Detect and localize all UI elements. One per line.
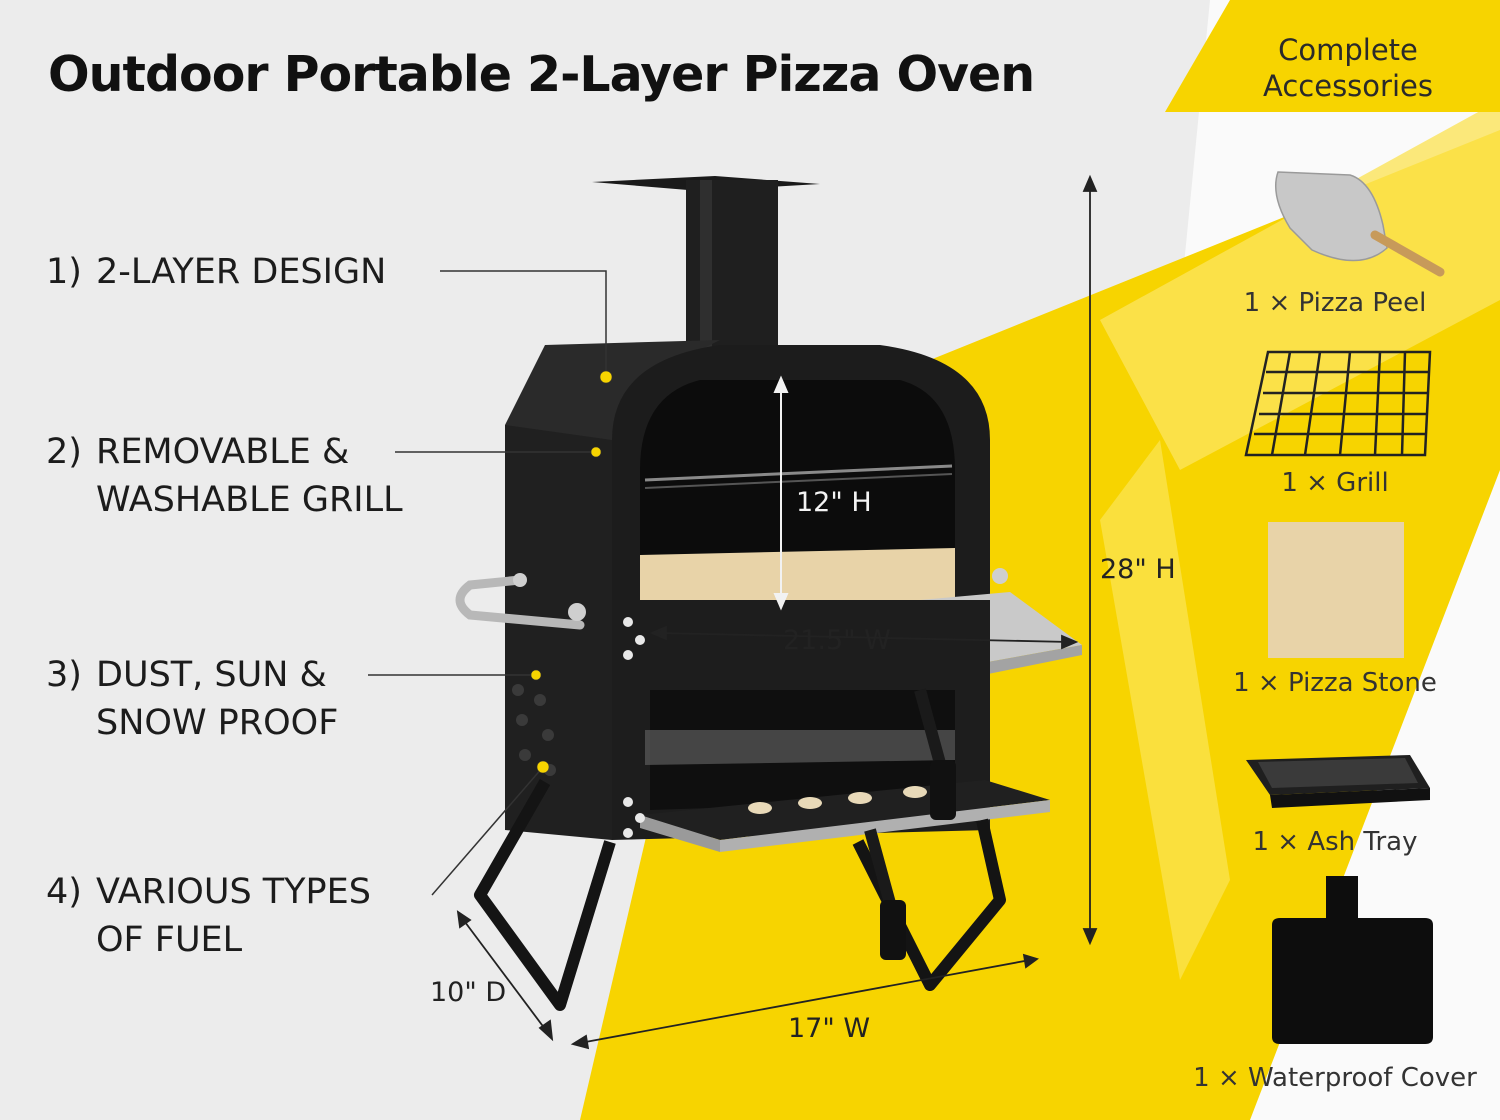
- feature-label: REMOVABLE &: [96, 432, 350, 472]
- page-title: Outdoor Portable 2-Layer Pizza Oven: [48, 46, 1035, 103]
- total-height-label: 28" H: [1100, 554, 1176, 585]
- accessory-label-waterproof-cover: 1 × Waterproof Cover: [1193, 1063, 1477, 1093]
- accessory-label-ash-tray: 1 × Ash Tray: [1252, 827, 1418, 857]
- inner-height-label: 12" H: [796, 487, 872, 518]
- depth-label: 10" D: [430, 977, 507, 1008]
- ash-tray-icon: [1246, 755, 1430, 808]
- accessory-label-grill: 1 × Grill: [1281, 468, 1389, 498]
- accessories-header: Complete Accessories: [1228, 32, 1468, 104]
- shelf-width-label: 21.5" W: [783, 625, 891, 656]
- waterproof-cover-icon: [1272, 876, 1433, 1044]
- feature-dust-sun-snow-proof: 3) DUST, SUN & SNOW PROOF: [46, 651, 338, 747]
- feature-removable-grill: 2) REMOVABLE & WASHABLE GRILL: [46, 428, 403, 524]
- feature-label: VARIOUS TYPES: [96, 872, 371, 912]
- accessory-label-pizza-peel: 1 × Pizza Peel: [1243, 288, 1427, 318]
- feature-number: 4): [46, 872, 82, 912]
- feature-label: SNOW PROOF: [96, 703, 339, 743]
- feature-2-layer-design: 1) 2-LAYER DESIGN: [46, 248, 386, 296]
- pizza-peel-icon: [1275, 171, 1445, 277]
- feature-number: 2): [46, 432, 82, 472]
- accessory-label-pizza-stone: 1 × Pizza Stone: [1233, 668, 1437, 698]
- feature-number: 1): [46, 252, 82, 292]
- accessories-header-line: Complete: [1278, 33, 1418, 67]
- feature-label: WASHABLE GRILL: [96, 480, 403, 520]
- feature-number: 3): [46, 655, 82, 695]
- accessories-header-line: Accessories: [1263, 69, 1433, 103]
- feature-label: 2-LAYER DESIGN: [96, 252, 387, 292]
- feature-various-fuel: 4) VARIOUS TYPES OF FUEL: [46, 868, 371, 964]
- width-label: 17" W: [788, 1013, 871, 1044]
- feature-label: OF FUEL: [96, 920, 243, 960]
- pizza-stone-icon: [1268, 522, 1404, 658]
- grill-rack-icon: [1244, 350, 1432, 457]
- feature-label: DUST, SUN &: [96, 655, 327, 695]
